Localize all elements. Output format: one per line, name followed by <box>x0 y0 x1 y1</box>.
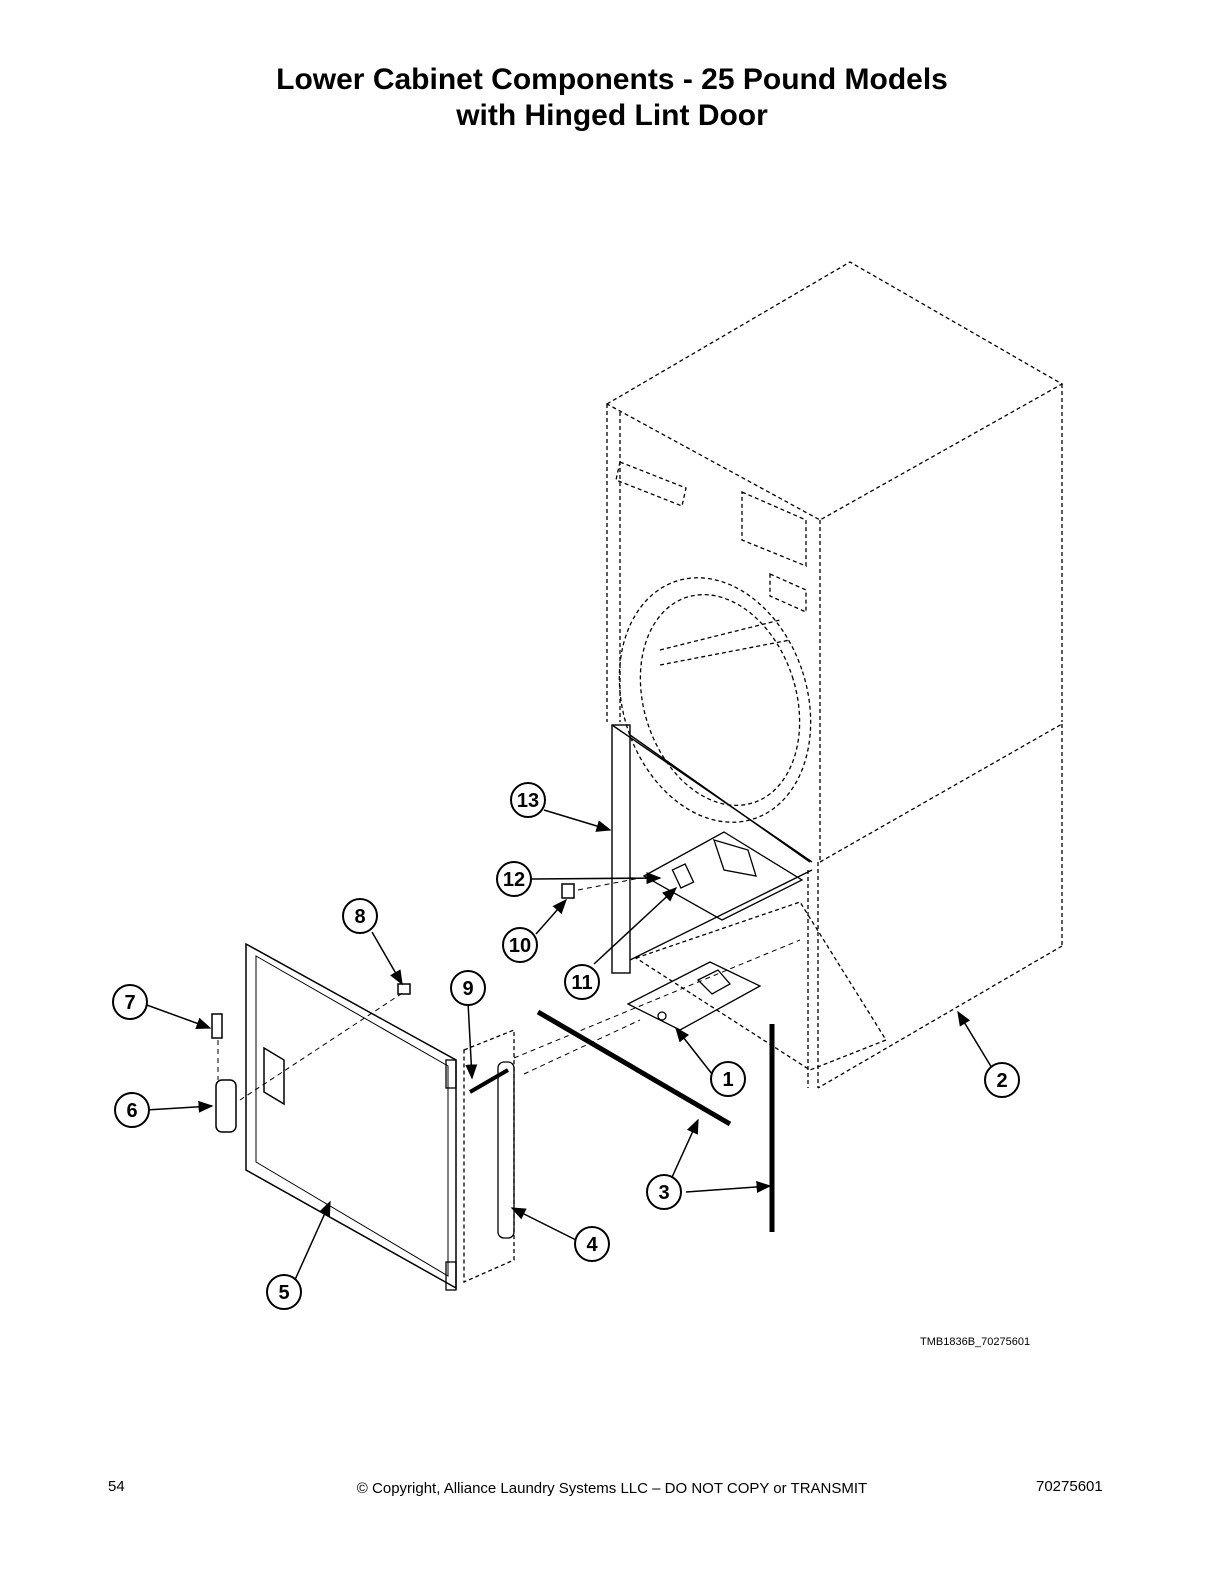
callout-12 <box>496 861 532 897</box>
callout-label: 4 <box>586 1234 598 1256</box>
front-opening-frame <box>611 724 813 974</box>
callout-7 <box>112 984 148 1020</box>
hinge-pin <box>468 1068 510 1094</box>
callout-4 <box>574 1226 610 1262</box>
copyright-notice: © Copyright, Alliance Laundry Systems LL… <box>356 1480 868 1497</box>
callout-label: 2 <box>996 1070 1007 1092</box>
callout-label: 5 <box>278 1282 289 1304</box>
bracket-detail-box <box>626 961 762 1031</box>
fastener <box>561 883 575 899</box>
trim-strips <box>536 1009 775 1232</box>
callout-2 <box>984 1062 1020 1098</box>
callout-label: 9 <box>462 978 473 1000</box>
callout-label: 13 <box>517 790 539 812</box>
upper-cabinet-outline <box>605 261 1064 862</box>
switch-detail-box <box>642 831 804 921</box>
callout-11 <box>564 964 600 1000</box>
callout-8 <box>342 898 378 934</box>
lower-cabinet-outline <box>634 723 1063 1089</box>
lint-door <box>245 942 457 1290</box>
callout-label: 7 <box>124 992 135 1014</box>
callout-label: 12 <box>503 869 525 891</box>
callout-1 <box>710 1061 746 1097</box>
callout-label: 6 <box>126 1100 137 1122</box>
callout-label: 3 <box>658 1182 669 1204</box>
callout-label: 11 <box>571 972 592 994</box>
door-clip <box>397 983 411 995</box>
callout-6 <box>114 1092 150 1128</box>
callout-13 <box>510 782 546 818</box>
door-latch <box>211 1013 223 1039</box>
page-number: 54 <box>108 1478 125 1495</box>
callout-5 <box>266 1274 302 1310</box>
door-handle <box>215 1079 237 1133</box>
page-subtitle: with Hinged Lint Door <box>456 99 768 132</box>
callout-3 <box>646 1174 682 1210</box>
leader-lines <box>143 809 999 1283</box>
callout-label: 10 <box>509 935 531 957</box>
hinge-assembly <box>445 1029 515 1291</box>
document-number: 70275601 <box>1036 1478 1103 1495</box>
assembly-lines <box>217 877 801 1101</box>
callout-10 <box>502 927 538 963</box>
callout-label: 8 <box>354 906 365 928</box>
callout-label: 1 <box>722 1069 733 1091</box>
page-title: Lower Cabinet Components - 25 Pound Mode… <box>276 63 948 96</box>
callout-9 <box>450 970 486 1006</box>
drawing-reference: TMB1836B_70275601 <box>920 1336 1031 1348</box>
